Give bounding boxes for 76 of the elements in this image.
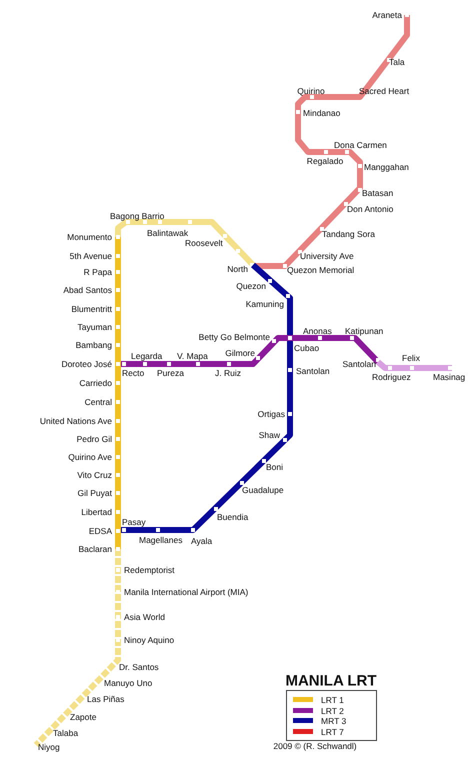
station-label: Ortigas (258, 409, 285, 419)
station-label: Sacred Heart (359, 86, 410, 96)
station-label: Tayuman (78, 322, 112, 332)
station-label: Bagong Barrio (110, 211, 164, 221)
station-label: Manila International Airport (MIA) (124, 587, 248, 597)
station-label: Baclaran (78, 544, 112, 554)
station-label: Abad Santos (63, 285, 112, 295)
station-label: Niyog (38, 742, 60, 752)
station-label: Kamuning (246, 299, 284, 309)
station-label: Las Piñas (87, 694, 124, 704)
station-label: Dr. Santos (119, 662, 159, 672)
station-label: University Ave (300, 251, 354, 261)
station-label: Pasay (122, 517, 146, 527)
copyright-note: 2009 © (R. Schwandl) (273, 741, 357, 751)
station-label: North (227, 264, 248, 274)
legend-label: LRT 7 (321, 726, 344, 736)
map-title: MANILA LRT (285, 672, 377, 690)
station-label: Redemptorist (124, 565, 175, 575)
station-label: Masinag (433, 372, 466, 382)
station-label: Araneta (372, 10, 402, 20)
station-label: Anonas (303, 326, 332, 336)
station-label: Blumentritt (71, 304, 112, 314)
station-label: Cubao (294, 343, 320, 353)
station-label: Quirino (297, 86, 325, 96)
station-label: J. Ruiz (215, 368, 241, 378)
station-label: Dona Carmen (334, 140, 387, 150)
station-label: Quirino Ave (68, 452, 112, 462)
station-label: Bambang (76, 340, 112, 350)
station-label: Don Antonio (347, 204, 394, 214)
station-label: Tandang Sora (322, 229, 375, 239)
station-label: Guadalupe (242, 485, 284, 495)
station-label: Katipunan (345, 326, 384, 336)
station-label: Pureza (157, 368, 184, 378)
station-label: Carriedo (79, 378, 112, 388)
station-label: Tala (389, 57, 405, 67)
station-label: Betty Go Belmonte (198, 332, 270, 342)
station-label: Vito Cruz (77, 470, 112, 480)
station-label: Rodriguez (372, 372, 411, 382)
legend-label: LRT 1 (321, 695, 344, 705)
station-label: Pedro Gil (76, 434, 112, 444)
station-label: Manuyo Uno (104, 678, 152, 688)
station-label: Ninoy Aquino (124, 635, 174, 645)
station-label: Quezon (236, 281, 266, 291)
station-label: Libertad (81, 507, 112, 517)
station-label: Recto (122, 368, 144, 378)
legend-label: LRT 2 (321, 706, 344, 716)
station-label: Felix (402, 353, 420, 363)
station-label: V. Mapa (177, 351, 208, 361)
station-label: EDSA (88, 526, 112, 536)
station-label: Manggahan (364, 162, 409, 172)
station-label: Santolan (296, 366, 330, 376)
station-label: Buendia (217, 512, 248, 522)
station-label: Central (84, 397, 112, 407)
station-label: Boni (266, 462, 284, 472)
station-label: Shaw (258, 430, 280, 440)
station-label: Magellanes (139, 535, 182, 545)
station-label: Quezon Memorial (287, 265, 354, 275)
station-label: Batasan (362, 188, 394, 198)
station-label: Roosevelt (185, 238, 223, 248)
station-label: Regalado (306, 156, 344, 166)
station-label: United Nations Ave (40, 416, 112, 426)
station-label: 5th Avenue (70, 251, 112, 261)
station-label: Mindanao (303, 108, 340, 118)
station-label: Monumento (67, 232, 112, 242)
station-label: Legarda (131, 351, 162, 361)
station-label: Asia World (124, 612, 165, 622)
station-label: Doroteo José (61, 359, 112, 369)
station-label: Gil Puyat (78, 488, 112, 498)
legend-label: MRT 3 (321, 716, 346, 726)
station-label: Talaba (53, 728, 78, 738)
station-label: Gilmore (225, 348, 255, 358)
station-label: Balintawak (147, 228, 188, 238)
station-label: R Papa (84, 267, 112, 277)
station-label: Zapote (70, 712, 96, 722)
station-label: Santolan (342, 359, 376, 369)
station-label: Ayala (191, 536, 212, 546)
